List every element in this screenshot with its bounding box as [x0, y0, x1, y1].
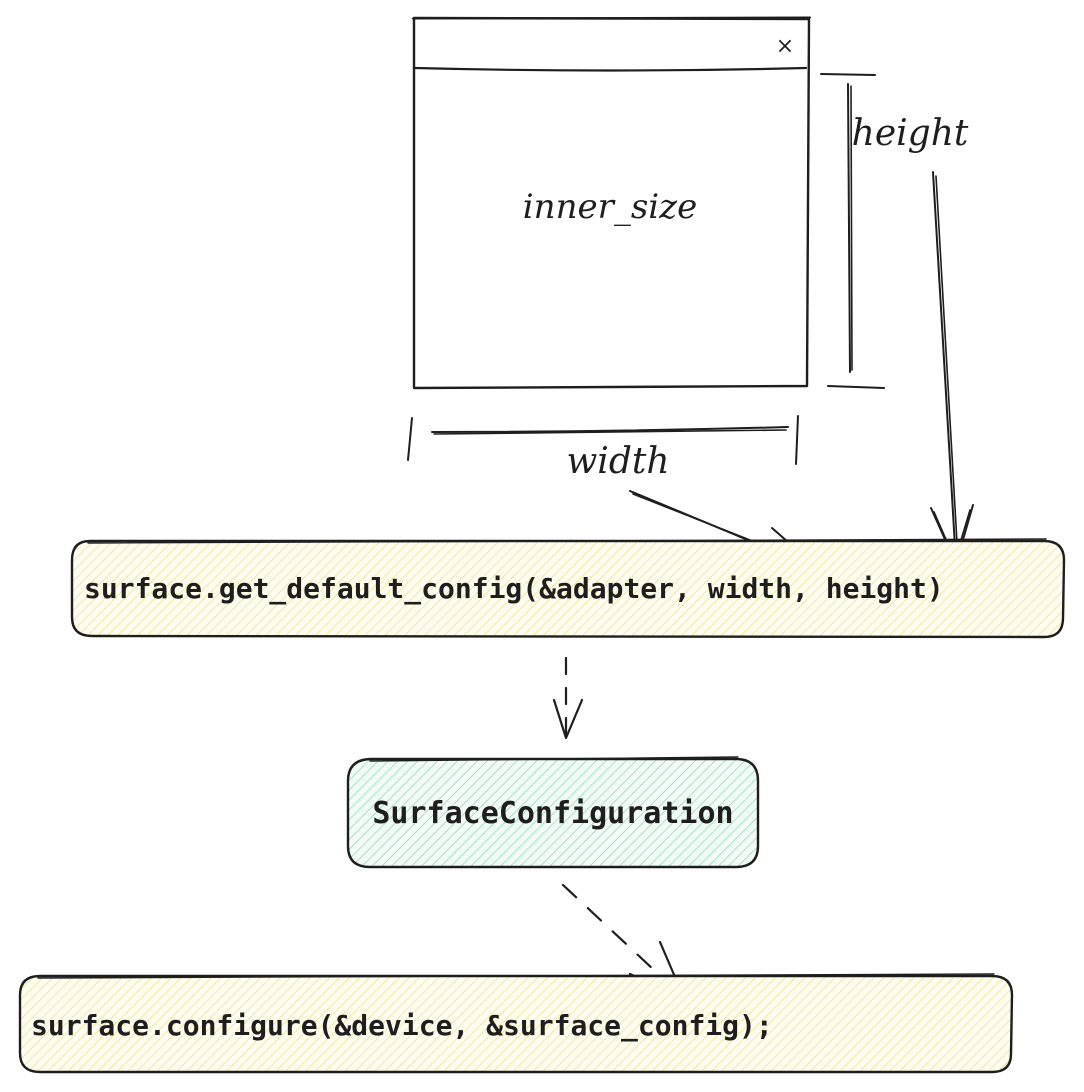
height-label: height — [852, 113, 969, 154]
get-default-config-call: surface.get_default_config(&adapter, wid… — [84, 572, 944, 605]
width-label: width — [566, 441, 669, 482]
configure-call: surface.configure(&device, &surface_conf… — [31, 1009, 773, 1042]
inner-size-label: inner_size — [523, 187, 697, 227]
dashed-arrow-to-config — [552, 656, 584, 740]
width-dimension: width — [407, 415, 821, 571]
window-sketch: × inner_size — [412, 16, 811, 390]
configure-box: surface.configure(&device, &surface_conf… — [18, 973, 1014, 1074]
surface-configuration-box: SurfaceConfiguration — [346, 756, 760, 869]
surface-configuration-label: SurfaceConfiguration — [372, 796, 733, 831]
get-default-config-box: surface.get_default_config(&adapter, wid… — [70, 538, 1066, 639]
close-icon: × — [776, 34, 794, 59]
height-dimension: height — [820, 73, 974, 565]
